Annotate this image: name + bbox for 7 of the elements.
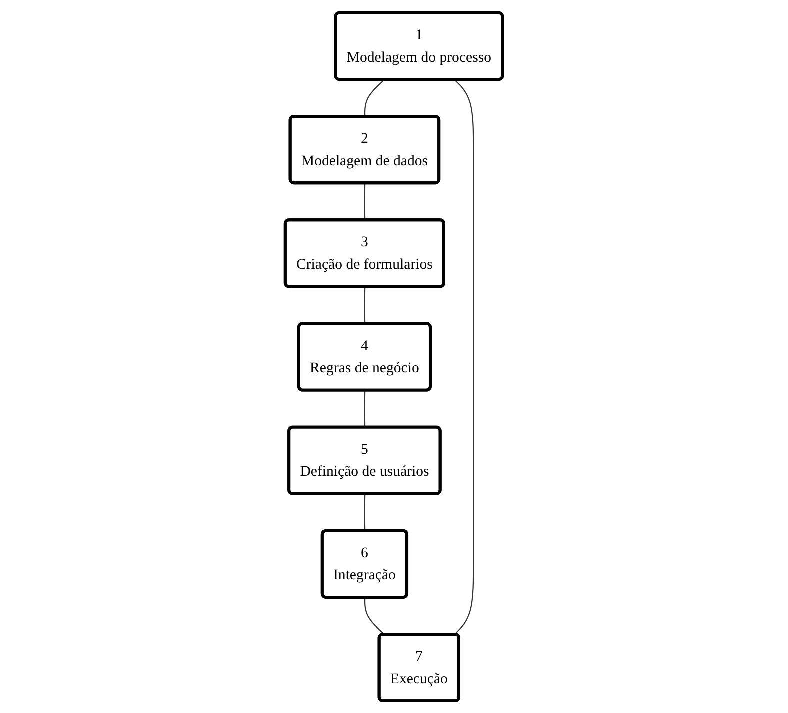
connector	[364, 597, 385, 635]
connector	[364, 390, 366, 428]
connector	[364, 78, 385, 116]
connector	[364, 286, 366, 324]
connector	[364, 494, 366, 531]
connector	[364, 182, 366, 220]
connector	[454, 78, 474, 635]
